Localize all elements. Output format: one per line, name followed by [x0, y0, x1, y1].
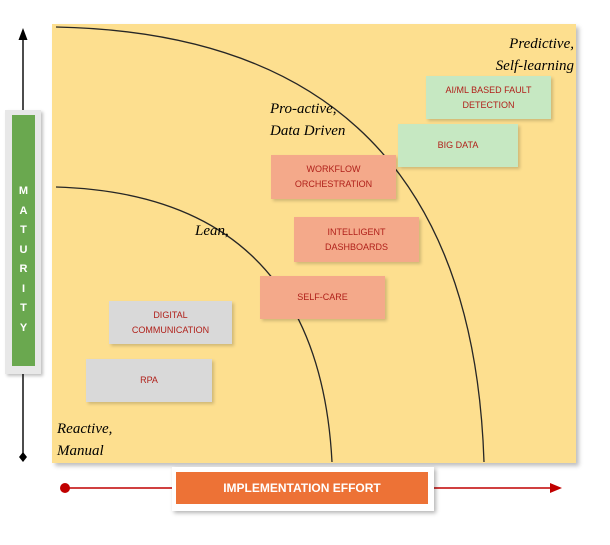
box-workflow-orchestration: WORKFLOW ORCHESTRATION [271, 155, 396, 199]
stage-predictive-self-learning: Predictive, Self-learning [495, 36, 574, 74]
maturity-letter: U [19, 243, 28, 256]
maturity-letter: I [21, 282, 26, 295]
x-axis-arrowhead [550, 483, 562, 493]
maturity-letter: R [19, 263, 28, 275]
box-digital-communication: DIGITAL COMMUNICATION [109, 301, 232, 344]
stage-reactive-manual: Reactive, Manual [57, 421, 113, 459]
maturity-letter: A [19, 204, 28, 217]
arc-lean [55, 186, 333, 463]
maturity-bar: M A T U R I T Y [12, 115, 35, 366]
implementation-effort-bar: IMPLEMENTATION EFFORT [176, 472, 428, 504]
y-axis-arrowhead [18, 28, 28, 40]
maturity-letter: Y [19, 321, 28, 334]
maturity-letters: M A T U R I T Y [12, 182, 35, 338]
box-self-care: SELF-CARE [260, 276, 385, 319]
box-aiml-fault-detection: AI/ML BASED FAULT DETECTION [426, 76, 551, 119]
maturity-letter: T [20, 302, 27, 314]
x-axis-origin-dot [60, 483, 70, 493]
stage-proactive-data-driven: Pro-active, Data Driven [270, 101, 346, 139]
stage-lean: Lean, [195, 223, 229, 239]
y-axis-diamond [19, 452, 27, 462]
box-intelligent-dashboards: INTELLIGENT DASHBOARDS [294, 217, 419, 262]
maturity-letter: T [20, 224, 27, 236]
implementation-effort-label: IMPLEMENTATION EFFORT [172, 467, 434, 511]
maturity-letter: M [18, 185, 29, 197]
box-rpa: RPA [86, 359, 212, 402]
box-big-data: BIG DATA [398, 124, 518, 167]
arc-proactive [55, 26, 485, 463]
maturity-axis-label: M A T U R I T Y [5, 110, 41, 374]
